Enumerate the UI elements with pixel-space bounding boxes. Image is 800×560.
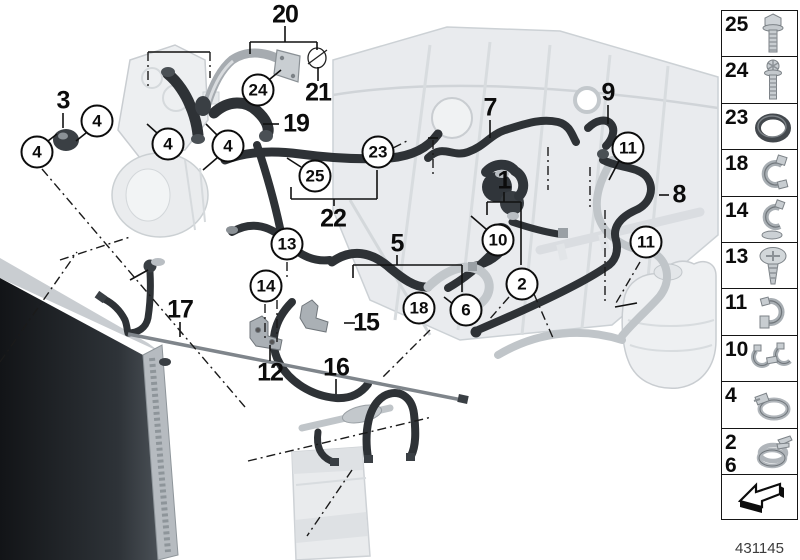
coolant-pump-ghost [111,152,209,238]
legend-item-10[interactable]: 10 [721,334,798,383]
direction-arrow-icon [731,474,789,521]
legend-number-group: 2 6 [722,429,749,476]
callout-circle-4[interactable]: 4 [211,129,245,163]
legend-item-25[interactable]: 25 [721,10,798,58]
hose-clip-icon [749,289,797,335]
legend-number: 10 [725,337,749,361]
screw-rivet-icon [749,243,797,289]
legend-item-13[interactable]: 13 [721,242,798,291]
callout-circle-4[interactable]: 4 [80,104,114,138]
fasteners-legend: 25 24 23 [721,10,798,521]
legend-item-14[interactable]: 14 [721,195,798,244]
legend-number: 25 [725,13,749,36]
part-label-1[interactable]: 1 [497,166,512,195]
mounting-brackets [249,299,329,351]
dash-dot-lines [0,52,641,537]
part-label-16[interactable]: 16 [323,353,350,382]
double-hose-clip-icon [749,336,797,382]
callout-circle-6[interactable]: 6 [449,293,483,327]
leader-lines [47,26,669,394]
part-label-9[interactable]: 9 [601,78,616,107]
legend-number: 11 [725,291,748,315]
legend-number: 24 [725,59,749,83]
spring-band-clamp-icon [749,429,797,475]
hose-clip-icon [749,197,797,243]
hex-flange-bolt-icon [749,11,797,57]
legend-item-4[interactable]: 4 [721,381,798,430]
callout-circle-14[interactable]: 14 [249,269,283,303]
coolant-pipe-17 [127,332,463,402]
callout-circle-23[interactable]: 23 [361,135,395,169]
legend-number: 4 [725,384,737,408]
part-label-19[interactable]: 19 [283,109,310,138]
vent-pipe-assembly [202,47,328,109]
callout-circle-13[interactable]: 13 [270,227,304,261]
part-label-7[interactable]: 7 [483,93,498,122]
callout-circle-4[interactable]: 4 [151,127,185,161]
part-label-17[interactable]: 17 [167,295,194,324]
legend-number: 23 [725,105,749,129]
part-label-20[interactable]: 20 [272,0,299,29]
legend-item-18[interactable]: 18 [721,149,798,198]
part-label-12[interactable]: 12 [257,358,284,387]
callout-circle-10[interactable]: 10 [481,223,515,257]
radiator [0,258,179,560]
part-label-8[interactable]: 8 [672,180,687,209]
callout-circle-25[interactable]: 25 [298,159,332,193]
hose-fittings [53,67,609,466]
callout-circle-11[interactable]: 11 [629,225,663,259]
legend-direction-arrow[interactable] [721,474,798,521]
legend-number: 6 [725,453,737,477]
torx-flange-bolt-icon [749,57,797,103]
callout-circle-24[interactable]: 24 [241,73,275,107]
hose-clamp-icon [749,382,797,428]
part-label-15[interactable]: 15 [353,308,380,337]
hose-clip-icon [749,150,797,196]
callout-circle-2[interactable]: 2 [505,267,539,301]
legend-item-11[interactable]: 11 [721,288,798,337]
part-label-21[interactable]: 21 [305,78,332,107]
callout-circle-18[interactable]: 18 [402,291,436,325]
callout-circle-11[interactable]: 11 [611,131,645,165]
coolant-hoses [100,68,655,465]
part-label-22[interactable]: 22 [320,204,347,233]
part-label-3[interactable]: 3 [56,86,71,115]
callout-circle-4[interactable]: 4 [20,135,54,169]
o-ring-icon [749,104,797,150]
legend-item-2-6[interactable]: 2 6 [721,427,798,476]
legend-number: 14 [725,198,749,222]
legend-number: 18 [725,152,749,176]
part-label-5[interactable]: 5 [390,229,405,258]
legend-item-24[interactable]: 24 [721,56,798,105]
legend-number: 2 [725,430,737,454]
diagram-number: 431145 [735,540,784,557]
legend-item-23[interactable]: 23 [721,102,798,151]
legend-number: 13 [725,245,749,269]
